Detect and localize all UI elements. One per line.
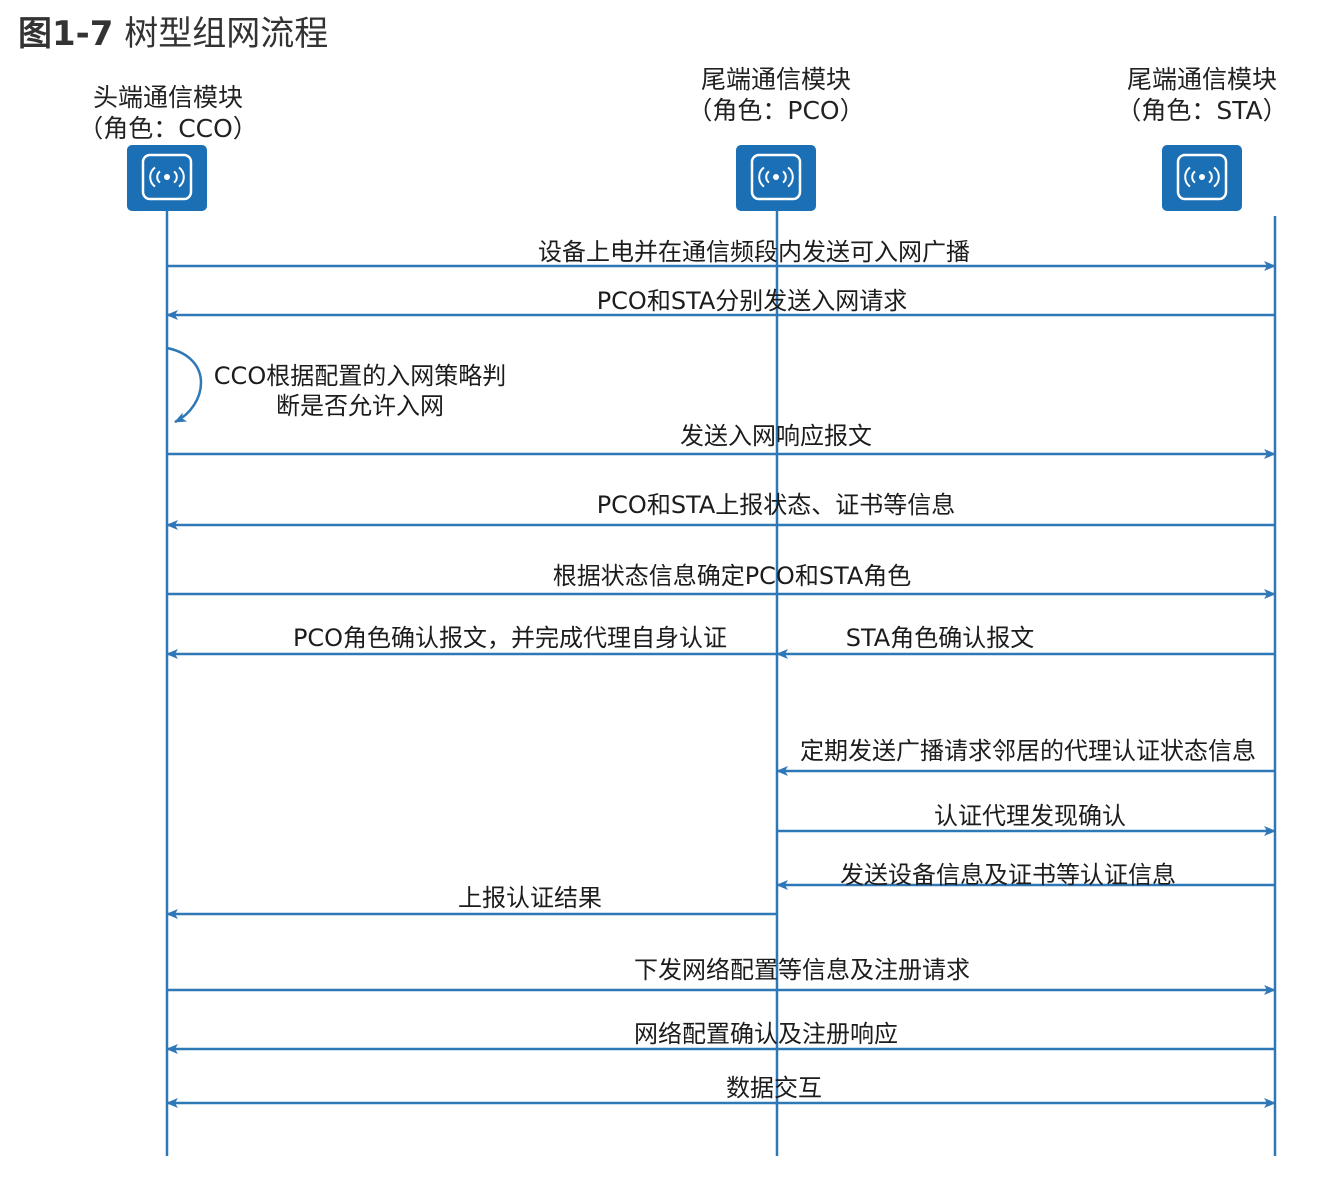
- messages: 设备上电并在通信频段内发送可入网广播 PCO和STA分别发送入网请求 CCO根据配置…: [166, 238, 1276, 1108]
- message-12: 上报认证结果: [166, 884, 777, 919]
- actor-label-sta: 尾端通信模块 （角色：STA）: [1092, 64, 1312, 126]
- actor-icons: [127, 145, 1242, 211]
- message-label: PCO和STA上报状态、证书等信息: [597, 491, 956, 519]
- actor-role: （角色：CCO）: [78, 114, 258, 143]
- message-10: 认证代理发现确认: [777, 802, 1276, 836]
- actor-label-cco: 头端通信模块 （角色：CCO）: [58, 82, 278, 144]
- message-label: 断是否允许入网: [276, 392, 444, 420]
- message-label: CCO根据配置的入网策略判: [214, 362, 506, 390]
- message-6: 根据状态信息确定PCO和STA角色: [167, 562, 1276, 599]
- message-label: PCO角色确认报文，并完成代理自身认证: [293, 624, 727, 652]
- message-label: 认证代理发现确认: [934, 802, 1126, 830]
- actor-role: （角色：STA）: [1116, 96, 1288, 125]
- network-module-icon: [736, 145, 816, 211]
- figure-title-text: 树型组网流程: [124, 14, 329, 54]
- actor-name: 尾端通信模块: [1126, 65, 1277, 94]
- message-label: 定期发送广播请求邻居的代理认证状态信息: [800, 737, 1256, 765]
- message-9: 定期发送广播请求邻居的代理认证状态信息: [776, 737, 1275, 776]
- message-4: 发送入网响应报文: [167, 422, 1276, 459]
- actor-name: 头端通信模块: [92, 83, 243, 112]
- network-module-icon: [127, 145, 207, 211]
- network-module-icon: [1162, 145, 1242, 211]
- actor-name: 尾端通信模块: [700, 65, 851, 94]
- message-5: PCO和STA上报状态、证书等信息: [166, 491, 1275, 530]
- message-label: PCO和STA分别发送入网请求: [597, 287, 908, 315]
- message-2: PCO和STA分别发送入网请求: [166, 287, 1275, 320]
- actor-label-pco: 尾端通信模块 （角色：PCO）: [666, 64, 886, 126]
- message-label: 发送入网响应报文: [680, 422, 872, 450]
- message-label: 根据状态信息确定PCO和STA角色: [553, 562, 912, 590]
- figure-title: 图1-7 树型组网流程: [18, 6, 328, 55]
- message-label: 数据交互: [726, 1074, 822, 1102]
- actor-role: （角色：PCO）: [687, 96, 865, 125]
- lifelines: [165, 210, 1277, 1156]
- message-label: STA角色确认报文: [846, 624, 1034, 652]
- self-message-arrow: [166, 346, 203, 424]
- message-label: 下发网络配置等信息及注册请求: [634, 956, 970, 984]
- message-label: 网络配置确认及注册响应: [634, 1020, 898, 1048]
- figure-number: 图1-7: [18, 14, 114, 54]
- message-7: PCO角色确认报文，并完成代理自身认证: [166, 624, 777, 659]
- message-15: 数据交互: [166, 1074, 1276, 1108]
- message-label: 发送设备信息及证书等认证信息: [840, 861, 1176, 889]
- message-11: 发送设备信息及证书等认证信息: [776, 861, 1275, 890]
- message-14: 网络配置确认及注册响应: [166, 1020, 1275, 1054]
- message-label: 上报认证结果: [458, 884, 602, 912]
- message-1: 设备上电并在通信频段内发送可入网广播: [167, 238, 1276, 271]
- message-13: 下发网络配置等信息及注册请求: [167, 956, 1276, 995]
- message-8: STA角色确认报文: [776, 624, 1275, 659]
- message-label: 设备上电并在通信频段内发送可入网广播: [538, 238, 970, 266]
